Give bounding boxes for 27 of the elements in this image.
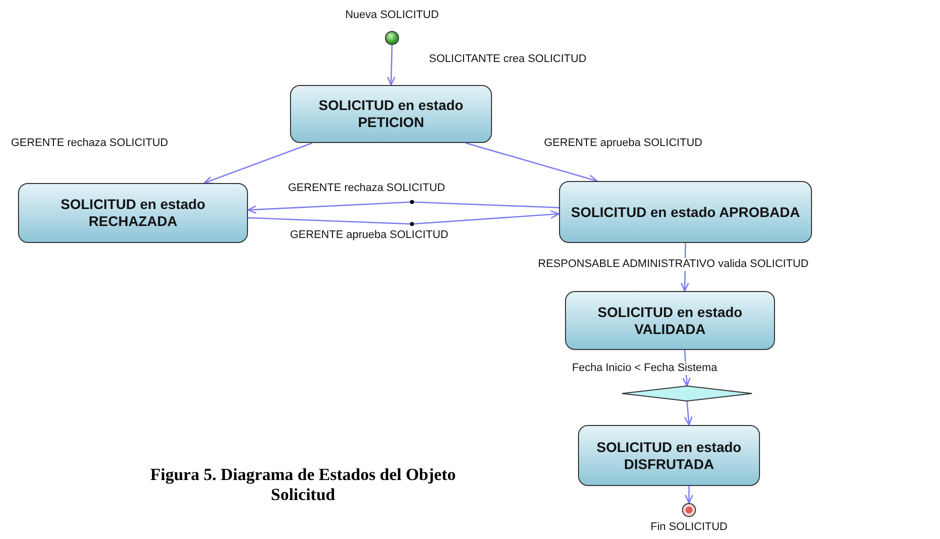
figure-caption: Figura 5. Diagrama de Estados del Objeto Solicitud <box>149 465 457 505</box>
final-state-circle <box>682 503 696 517</box>
initial-state-circle <box>385 31 399 45</box>
state-label: SOLICITUD en estado PETICION <box>318 97 464 131</box>
state-box <box>290 85 492 143</box>
edge-label: RESPONSABLE ADMINISTRATIVO valida SOLICITUD <box>537 258 810 271</box>
state-box <box>559 181 812 243</box>
state-label: SOLICITUD en estado VALIDADA <box>596 304 744 338</box>
transition-arrow <box>684 486 694 504</box>
state-box <box>18 183 248 243</box>
state-box <box>565 291 775 350</box>
transition-arrow <box>684 400 693 426</box>
edge-label: GERENTE aprueba SOLICITUD <box>289 229 450 242</box>
state-caption: Nueva SOLICITUD <box>345 9 439 21</box>
state-label: SOLICITUD en estado APROBADA <box>570 204 801 220</box>
transition-arrow <box>204 142 312 184</box>
state-label: SOLICITUD en estado RECHAZADA <box>60 196 206 230</box>
transition-arrow <box>248 210 560 225</box>
edge-label: GERENTE aprueba SOLICITUD <box>543 137 704 150</box>
state-caption: Fin SOLICITUD <box>650 521 728 533</box>
transition-arrow <box>466 142 598 183</box>
transition-arrow <box>247 201 560 214</box>
edge-label: Fecha Inicio < Fecha Sistema <box>571 362 718 375</box>
state-label: SOLICITUD en estado DISFRUTADA <box>596 438 742 472</box>
transition-arrow <box>386 44 396 86</box>
decision-diamond <box>622 386 752 401</box>
state-box <box>578 425 760 486</box>
